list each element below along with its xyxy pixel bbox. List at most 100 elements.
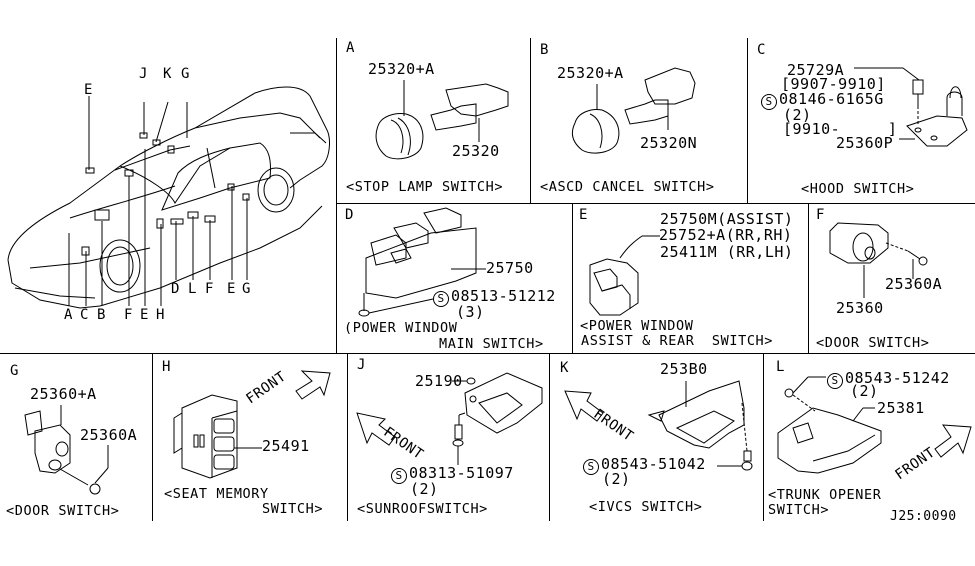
panel-letter: B	[540, 42, 549, 58]
part-number: 25729A	[787, 61, 845, 79]
power-window-assist-switch-drawing	[589, 235, 660, 316]
divider	[152, 353, 153, 521]
date-range: [9910- ]	[783, 120, 898, 138]
callout-E: E	[140, 307, 149, 323]
panel-letter: F	[816, 207, 825, 223]
front-arrow-icon	[934, 424, 972, 458]
part-number: 08513-51212	[451, 287, 556, 305]
panel-letter: K	[560, 360, 569, 376]
divider	[347, 353, 348, 521]
panel-h-seat-memory-switch: H 25491 FRONT <SEAT MEMORY SWITCH>	[152, 353, 347, 521]
callout-C: C	[80, 307, 89, 323]
callout-A: A	[64, 307, 73, 323]
panel-caption: <ASCD CANCEL SWITCH>	[540, 179, 715, 195]
part-number: 25360	[836, 299, 884, 317]
panel-caption-line1: (POWER WINDOW	[344, 320, 458, 336]
divider	[549, 353, 550, 521]
callout-E: E	[227, 281, 236, 297]
divider	[572, 203, 573, 353]
door-switch-drawing	[24, 405, 109, 495]
panel-letter: H	[162, 359, 171, 375]
divider	[530, 38, 531, 203]
part-number: 25320+A	[557, 64, 624, 82]
quantity: (2)	[602, 470, 631, 488]
panel-caption-line2: ASSIST & REAR SWITCH>	[581, 333, 774, 349]
panel-letter: A	[346, 40, 355, 56]
panel-letter: J	[357, 357, 366, 373]
front-arrow-icon	[356, 412, 396, 446]
panel-caption: <DOOR SWITCH>	[6, 503, 120, 519]
callout-K: K	[163, 66, 172, 82]
power-window-main-switch-drawing	[358, 207, 486, 317]
part-number: 08543-51242	[845, 369, 950, 387]
divider	[763, 353, 764, 521]
callout-F: F	[205, 281, 214, 297]
panel-letter: E	[579, 207, 588, 223]
hood-switch-drawing	[854, 67, 968, 147]
screw-symbol-icon: S	[391, 468, 407, 484]
divider	[336, 38, 337, 353]
panel-caption-line1: <POWER WINDOW	[580, 318, 694, 334]
panel-caption: <STOP LAMP SWITCH>	[346, 179, 504, 195]
divider	[747, 38, 748, 203]
panel-caption-line2: MAIN SWITCH>	[439, 336, 544, 352]
screw-symbol-icon: S	[761, 94, 777, 110]
part-number: 25320	[452, 142, 500, 160]
callout-E: E	[84, 82, 93, 98]
car-illustration	[7, 86, 330, 309]
divider	[0, 353, 975, 354]
callout-F: F	[124, 307, 133, 323]
part-number: 25750M(ASSIST)	[660, 210, 794, 228]
ivcs-switch-drawing	[564, 380, 753, 471]
door-switch-drawing	[829, 222, 928, 298]
part-number: 08313-51097	[409, 464, 514, 482]
screw-symbol-icon: S	[583, 459, 599, 475]
panel-g-door-switch: G 25360+A 25360A <DOOR SWITCH>	[0, 353, 152, 521]
callout-L: L	[188, 281, 197, 297]
panel-caption-line2: SWITCH>	[262, 501, 324, 517]
sunroof-switch-drawing	[356, 372, 543, 465]
panel-letter: D	[345, 207, 354, 223]
part-number: 25360A	[80, 426, 138, 444]
seat-memory-switch-drawing	[173, 370, 331, 479]
panel-caption-line1: <TRUNK OPENER	[768, 487, 882, 503]
callout-G: G	[181, 66, 190, 82]
diagram-id: J25:0090	[890, 509, 957, 524]
part-number: 25320+A	[368, 60, 435, 78]
part-number: 253B0	[660, 360, 708, 378]
part-number: 25360A	[885, 275, 943, 293]
callout-H: H	[156, 307, 165, 323]
panel-caption: <IVCS SWITCH>	[589, 499, 703, 515]
part-number: 25411M (RR,LH)	[660, 243, 794, 261]
panel-caption-line2: SWITCH>	[768, 502, 830, 518]
panel-caption: <DOOR SWITCH>	[816, 335, 930, 351]
quantity: (2)	[783, 106, 812, 124]
part-number: 08543-51042	[601, 455, 706, 473]
screw-symbol-icon: S	[827, 373, 843, 389]
part-number: 25320N	[640, 134, 698, 152]
panel-f-door-switch: F 25360A 25360 <DOOR SWITCH>	[808, 203, 975, 353]
part-number: 25360P	[836, 134, 894, 152]
callout-B: B	[97, 307, 106, 323]
quantity: (2)	[410, 480, 439, 498]
part-number: 25360+A	[30, 385, 97, 403]
quantity: (2)	[850, 382, 879, 400]
callout-D: D	[171, 281, 180, 297]
panel-letter: G	[10, 363, 19, 379]
panel-e-power-window-assist-rear-switch: E 25750M(ASSIST) 25752+A(RR,RH) 25411M (…	[572, 203, 808, 353]
front-arrow-icon	[295, 370, 331, 400]
panel-b-ascd-cancel-switch: B 25320+A 25320N <ASCD CANCEL SWITCH>	[530, 38, 747, 203]
front-arrow-icon	[564, 390, 604, 422]
ascd-cancel-switch-drawing	[571, 67, 696, 154]
panel-letter: L	[776, 359, 785, 375]
overview-panel: E J K G D L F E G A C B F E H	[0, 38, 336, 353]
